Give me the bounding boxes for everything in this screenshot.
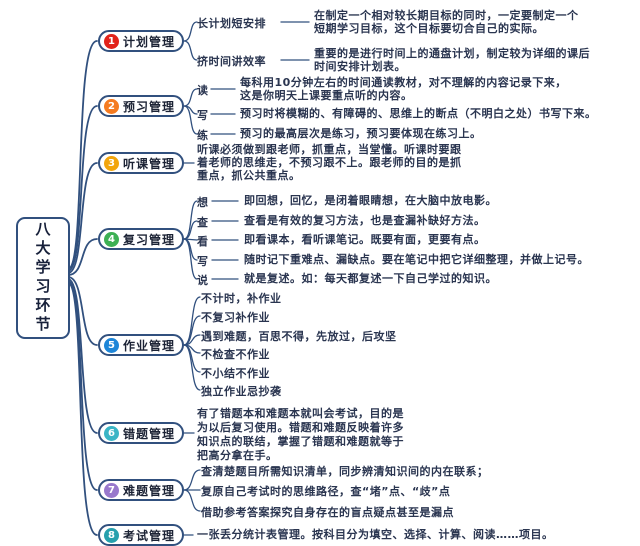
branch-node-wrong-questions: 6 错题管理 <box>98 422 184 444</box>
list-item: 不检查不作业 <box>201 348 270 361</box>
number-badge: 4 <box>104 231 119 247</box>
branch-desc: 一张丢分统计表管理。按科目分为填空、选择、计算、阅读……项目。 <box>197 528 554 541</box>
branch-label: 复习管理 <box>123 232 176 247</box>
subitem-label: 练 <box>197 129 209 142</box>
subitem-desc: 即回想，回忆，是闭着眼睛想，在大脑中放电影。 <box>244 194 497 207</box>
subitem-label: 看 <box>197 235 209 248</box>
branch-node-review: 4 复习管理 <box>98 228 184 250</box>
subitem-desc: 每科用10分钟左右的时间通读教材，对不理解的内容记录下来， 这是你明天上课要重点… <box>240 76 567 102</box>
branch-label: 预习管理 <box>123 99 176 114</box>
subitem-desc: 即看课本，看听课笔记。既要有面，更要有点。 <box>244 233 486 246</box>
list-item: 查清楚题目所需知识清单，同步辨清知识间的内在联系； <box>201 465 489 478</box>
branch-label: 作业管理 <box>123 338 176 353</box>
subitem-label: 长计划短安排 <box>197 17 266 30</box>
list-item: 复原自己考试时的思维路径，查“堵”点、“歧”点 <box>201 485 451 498</box>
number-badge: 2 <box>104 98 119 114</box>
subitem-desc: 查看是有效的复习方法，也是查漏补缺好方法。 <box>244 214 486 227</box>
branch-label: 难题管理 <box>123 483 176 498</box>
branch-label: 错题管理 <box>123 426 176 441</box>
subitem-label: 查 <box>197 216 209 229</box>
subitem-label: 读 <box>197 84 209 97</box>
number-badge: 1 <box>104 33 119 49</box>
branch-desc: 有了错题本和难题本就叫会考试，目的是 为以后复习使用。错题和难题反映着许多 知识… <box>197 407 404 462</box>
branch-label: 计划管理 <box>123 34 176 49</box>
list-item: 不计时，补作业 <box>201 292 282 305</box>
number-badge: 7 <box>104 482 119 498</box>
number-badge: 3 <box>104 155 119 171</box>
subitem-desc: 预习的最高层次是练习，预习要体现在练习上。 <box>240 127 482 140</box>
branch-label: 考试管理 <box>123 528 176 543</box>
branch-node-listening: 3 听课管理 <box>98 152 184 174</box>
number-badge: 5 <box>104 337 119 353</box>
subitem-label: 写 <box>197 109 209 122</box>
subitem-label: 说 <box>197 274 209 287</box>
subitem-desc: 随时记下重难点、漏缺点。要在笔记中把它详细整理，并做上记号。 <box>244 253 589 266</box>
number-badge: 8 <box>104 527 119 543</box>
list-item: 借助参考答案探究自身存在的盲点疑点甚至是漏点 <box>201 506 454 519</box>
branch-node-exam: 8 考试管理 <box>98 524 184 546</box>
subitem-label: 写 <box>197 255 209 268</box>
branch-node-plan: 1 计划管理 <box>98 30 184 52</box>
branch-label: 听课管理 <box>123 156 176 171</box>
subitem-desc: 预习时将模糊的、有障碍的、思维上的断点（不明白之处）书写下来。 <box>240 107 597 120</box>
root-title: 八大学习环节 <box>33 221 52 335</box>
branch-node-hard-questions: 7 难题管理 <box>98 479 184 501</box>
list-item: 不复习补作业 <box>201 311 270 324</box>
list-item: 独立作业忌抄袭 <box>201 385 282 398</box>
list-item: 不小结不作业 <box>201 367 270 380</box>
list-item: 遇到难题，百思不得，先放过，后攻坚 <box>201 330 397 343</box>
subitem-desc: 就是复述。如：每天都复述一下自己学过的知识。 <box>244 272 497 285</box>
root-node: 八大学习环节 <box>16 217 70 339</box>
branch-node-preview: 2 预习管理 <box>98 95 184 117</box>
subitem-label: 想 <box>197 196 209 209</box>
branch-desc: 听课必须做到跟老师，抓重点，当堂懂。听课时要跟 着老师的思维走，不预习跟不上。跟… <box>197 143 462 182</box>
subitem-desc: 在制定一个相对较长期目标的同时，一定要制定一个 短期学习目标，这个目标要切合自己… <box>314 9 579 35</box>
number-badge: 6 <box>104 425 119 441</box>
branch-node-homework: 5 作业管理 <box>98 334 184 356</box>
subitem-desc: 重要的是进行时间上的通盘计划，制定较为详细的课后 时间安排计划表。 <box>314 47 590 73</box>
subitem-label: 挤时间讲效率 <box>197 55 266 68</box>
